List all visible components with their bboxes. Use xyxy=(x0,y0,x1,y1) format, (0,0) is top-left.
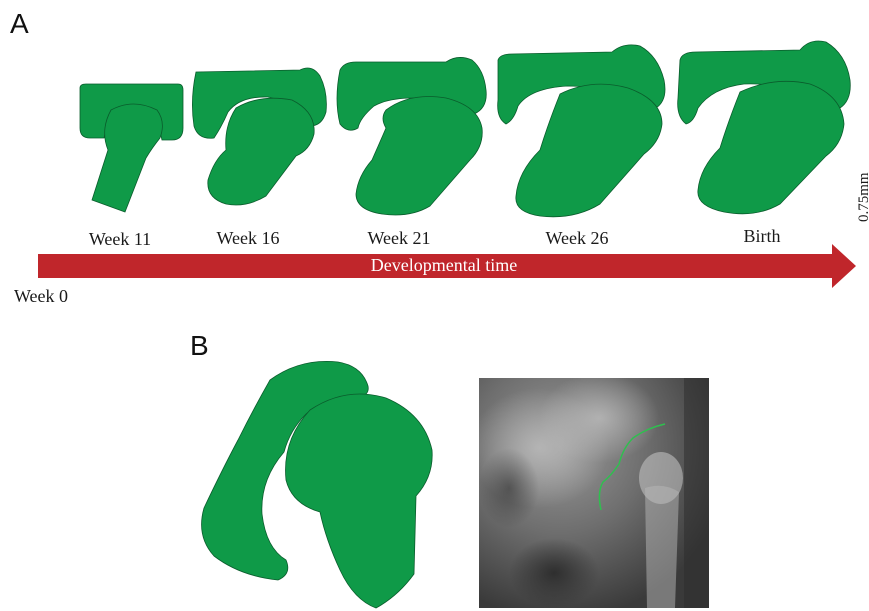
xray-image xyxy=(479,378,709,608)
joint-enlarged xyxy=(202,361,433,608)
